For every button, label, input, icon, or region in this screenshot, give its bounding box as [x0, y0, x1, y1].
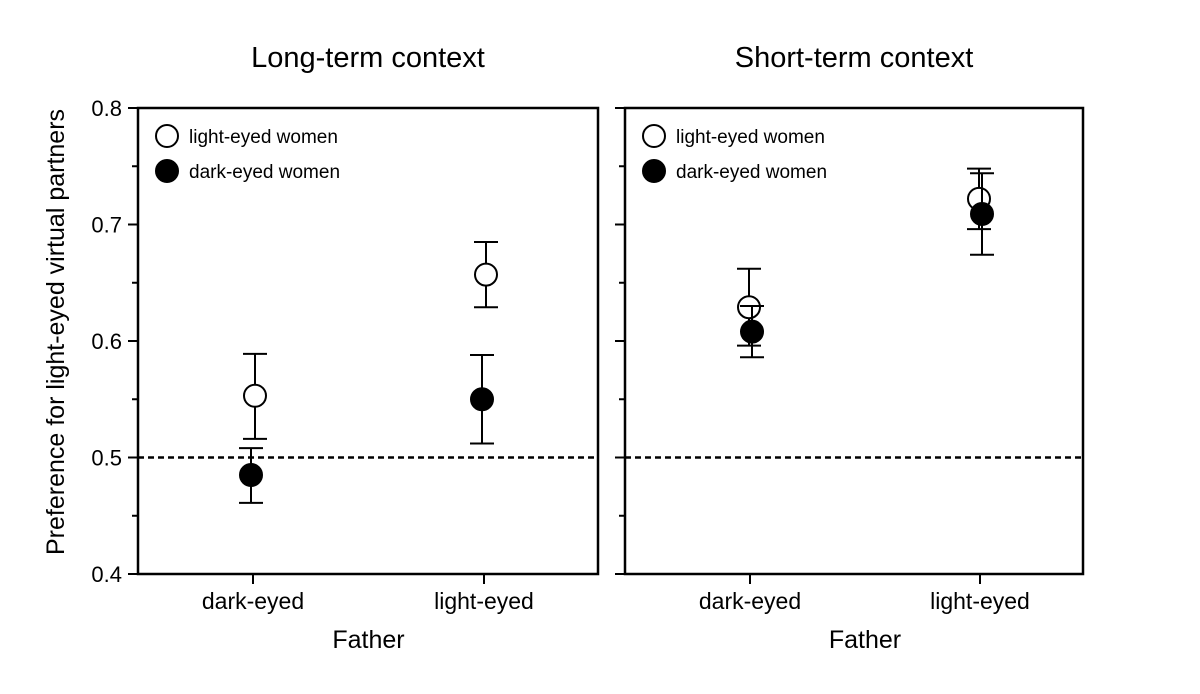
data-point	[737, 295, 761, 320]
x-tick-label: dark-eyed	[699, 588, 801, 614]
y-tick-label: 0.4	[91, 562, 122, 587]
y-tick-label: 0.5	[91, 446, 122, 471]
y-tick-label: 0.8	[91, 96, 122, 121]
chart-panel-2: Short-term context dark-eyed light-eyedFat…	[615, 42, 1085, 654]
x-tick-label: light-eyed	[434, 588, 534, 614]
panel-title: Short-term context	[735, 42, 974, 74]
y-tick-label: 0.6	[91, 329, 122, 354]
x-tick-label: light-eyed	[930, 588, 1030, 614]
legend-label: light-eyed women	[676, 127, 825, 148]
legend-marker	[642, 159, 666, 183]
chart-panel-1: Long-term context 0.4 0.5 0.6 0.7 0.8 dark-eye…	[91, 42, 600, 654]
legend-marker	[155, 159, 179, 183]
data-point	[970, 202, 994, 227]
legend-label: dark-eyed women	[676, 162, 827, 183]
legend-marker	[642, 124, 666, 148]
x-axis-label: Father	[332, 626, 404, 654]
y-tick-label: 0.7	[91, 213, 122, 238]
x-tick-label: dark-eyed	[202, 588, 304, 614]
data-point	[470, 387, 494, 412]
data-point	[243, 383, 267, 408]
panel-title: Long-term context	[251, 42, 485, 74]
data-point	[474, 262, 498, 287]
data-point	[740, 319, 764, 344]
x-axis-label: Father	[829, 626, 901, 654]
y-axis-label: Preference for light-eyed virtual partne…	[42, 109, 70, 555]
legend-marker	[155, 124, 179, 148]
data-point	[239, 462, 263, 487]
legend-label: light-eyed women	[189, 127, 338, 148]
legend-label: dark-eyed women	[189, 162, 340, 183]
